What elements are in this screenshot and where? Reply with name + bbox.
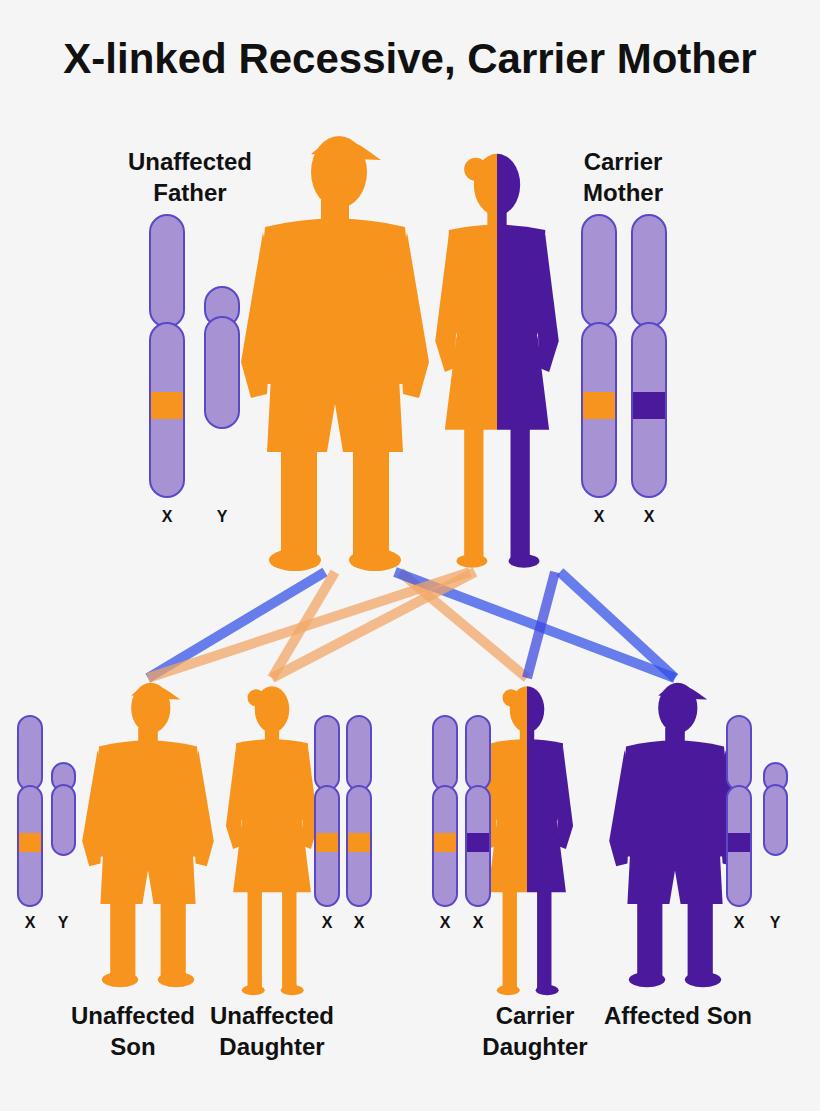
y-chromosome bbox=[764, 785, 787, 855]
parent-figure: Unaffected Father bbox=[110, 140, 420, 572]
chromosome-letter: X bbox=[317, 914, 337, 932]
x-chromosome bbox=[315, 786, 339, 906]
gene-band bbox=[434, 833, 456, 852]
x-chromosome bbox=[433, 716, 457, 790]
y-chromosome bbox=[52, 785, 75, 855]
mother-silhouette-left bbox=[435, 154, 497, 568]
figure-label: Affected Son bbox=[603, 1000, 753, 1031]
daughter-figure bbox=[527, 686, 573, 995]
child-figure: Carrier Daughter bbox=[460, 678, 610, 1066]
x-chromosome bbox=[632, 215, 666, 327]
gene-band bbox=[728, 833, 750, 852]
x-chromosome bbox=[582, 215, 616, 327]
x-chromosome bbox=[18, 716, 42, 790]
chromosome-letter: Y bbox=[212, 508, 232, 526]
inheritance-line bbox=[272, 572, 475, 678]
chromosome-letter: X bbox=[435, 914, 455, 932]
inheritance-line bbox=[527, 572, 555, 678]
carrier-daughter-right bbox=[527, 686, 573, 995]
parent-figure: Carrier Mother bbox=[430, 140, 700, 572]
child-figure: Affected Son bbox=[603, 678, 753, 1035]
son-figure bbox=[82, 683, 214, 988]
x-chromosome bbox=[18, 786, 42, 906]
x-chromosome bbox=[632, 323, 666, 497]
chromosome-letter: X bbox=[468, 914, 488, 932]
x-chromosome bbox=[347, 716, 371, 790]
father-figure bbox=[241, 136, 429, 571]
gene-band bbox=[316, 833, 338, 852]
mother-figure bbox=[497, 154, 559, 568]
figure-label: Unaffected Daughter bbox=[197, 1000, 347, 1062]
x-chromosome bbox=[347, 786, 371, 906]
x-chromosome bbox=[466, 786, 490, 906]
son-figure bbox=[609, 683, 741, 988]
figure-label: Carrier Mother bbox=[553, 146, 693, 208]
chromosome-letter: X bbox=[589, 508, 609, 526]
daughter-silhouette bbox=[226, 686, 318, 995]
gene-band bbox=[583, 392, 615, 419]
chromosome-letter: X bbox=[157, 508, 177, 526]
chromosome-letter: X bbox=[20, 914, 40, 932]
gene-band bbox=[19, 833, 41, 852]
x-chromosome bbox=[315, 716, 339, 790]
chromosome-letter: X bbox=[639, 508, 659, 526]
mother-figure bbox=[435, 154, 497, 568]
chromosome-letter: Y bbox=[53, 914, 73, 932]
gene-band bbox=[348, 833, 370, 852]
chromosome-letter: X bbox=[349, 914, 369, 932]
figure-label: Carrier Daughter bbox=[460, 1000, 610, 1062]
child-figure: Unaffected Daughter bbox=[197, 678, 347, 1066]
x-chromosome bbox=[466, 716, 490, 790]
x-chromosome bbox=[727, 786, 751, 906]
figure-label: Unaffected Son bbox=[58, 1000, 208, 1062]
mother-silhouette-right bbox=[497, 154, 559, 568]
daughter-figure bbox=[226, 686, 318, 995]
gene-band bbox=[633, 392, 665, 419]
chromosomes bbox=[18, 215, 787, 906]
figure-label: Unaffected Father bbox=[110, 146, 270, 208]
son-silhouette bbox=[82, 683, 214, 988]
gene-band bbox=[467, 833, 489, 852]
x-chromosome bbox=[150, 215, 184, 327]
y-chromosome bbox=[205, 317, 239, 428]
x-chromosome bbox=[582, 323, 616, 497]
inheritance-line bbox=[560, 572, 675, 678]
gene-band bbox=[151, 392, 183, 419]
chromosome-letter: Y bbox=[765, 914, 785, 932]
father-silhouette bbox=[241, 136, 429, 571]
x-chromosome bbox=[150, 323, 184, 497]
chromosome-letter: X bbox=[729, 914, 749, 932]
diagram-title: X-linked Recessive, Carrier Mother bbox=[0, 34, 820, 84]
x-chromosome bbox=[433, 786, 457, 906]
affected-son-silhouette bbox=[609, 683, 741, 988]
x-chromosome bbox=[727, 716, 751, 790]
